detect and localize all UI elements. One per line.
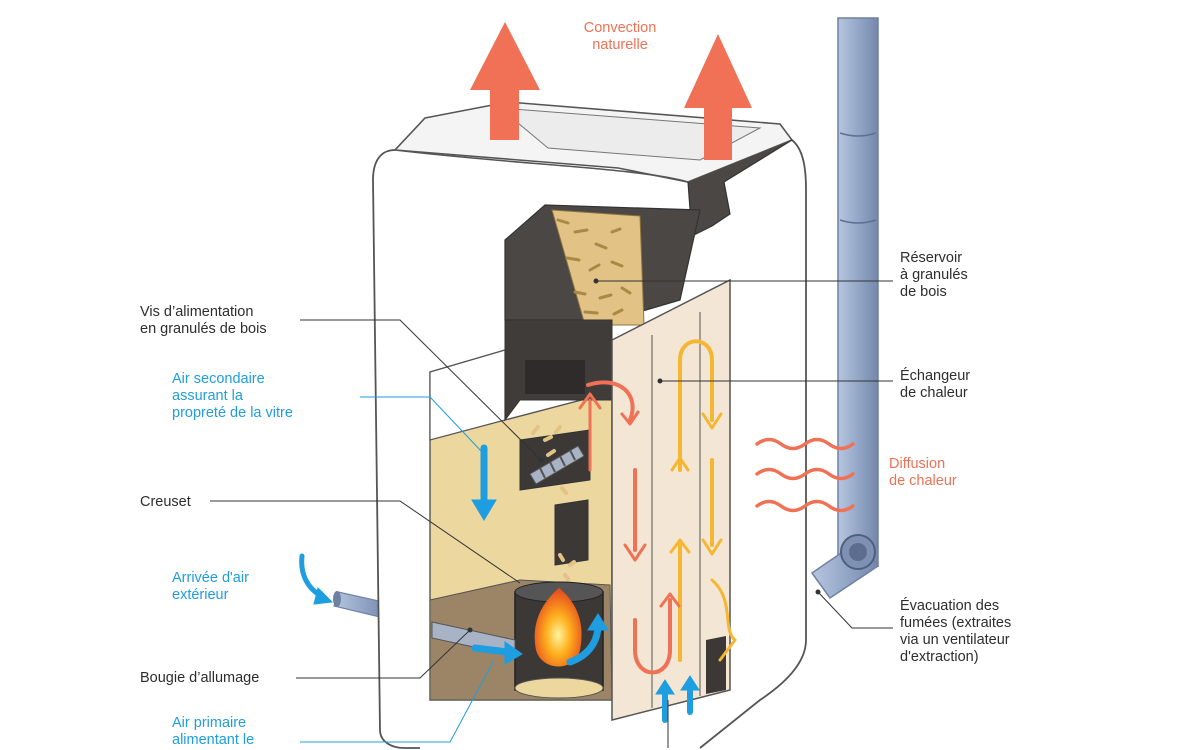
callout-leader-lines xyxy=(210,278,893,748)
label-diffusion-chaleur: Diffusion de chaleur xyxy=(889,456,957,489)
label-reservoir-granules: Réservoir à granulés de bois xyxy=(900,250,968,300)
heat-diffusion-waves xyxy=(755,437,855,513)
label-air-primaire: Air primaire alimentant le xyxy=(172,715,255,748)
blue-leader-lines xyxy=(300,396,494,743)
stove-interior xyxy=(429,204,731,721)
label-vis-alimentation: Vis d’alimentation en granulés de bois xyxy=(140,304,267,337)
heat-flow-arrows xyxy=(578,339,737,675)
stove-casing xyxy=(372,101,807,749)
label-creuset: Creuset xyxy=(140,494,191,510)
label-evacuation-fumees: Évacuation des fumées (extraites via un … xyxy=(900,598,1012,665)
label-air-secondaire: Air secondaire assurant la propreté de l… xyxy=(172,371,293,421)
label-bougie-allumage: Bougie d’allumage xyxy=(140,670,260,686)
burn-pot xyxy=(514,581,604,699)
air-flow-arrows xyxy=(299,444,700,723)
feed-screw xyxy=(529,445,585,485)
label-arrivee-air-exterieur: Arrivée d'air extérieur xyxy=(172,570,249,603)
label-convection-naturelle: Convection naturelle xyxy=(583,20,657,53)
convection-arrows xyxy=(470,22,752,160)
exhaust-chimney-pipe xyxy=(810,17,880,600)
label-echangeur-chaleur: Échangeur de chaleur xyxy=(900,368,971,401)
